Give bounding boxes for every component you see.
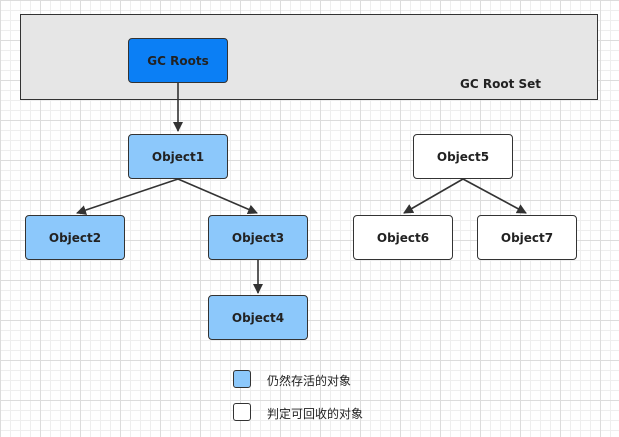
object1-node: Object1 bbox=[128, 134, 228, 179]
legend-alive-label: 仍然存活的对象 bbox=[267, 374, 352, 388]
edge-object1-object2 bbox=[76, 178, 179, 215]
object6-node: Object6 bbox=[353, 215, 453, 260]
object4-node: Object4 bbox=[208, 295, 308, 340]
gc-root-set-label: GC Root Set bbox=[460, 77, 541, 91]
legend-alive-swatch bbox=[233, 370, 251, 388]
object3-node: Object3 bbox=[208, 215, 308, 260]
legend-collectable-label: 判定可回收的对象 bbox=[267, 407, 364, 421]
edge-object5-object6 bbox=[403, 178, 464, 214]
object7-node: Object7 bbox=[477, 215, 577, 260]
object2-node: Object2 bbox=[25, 215, 125, 260]
gc-roots-node: GC Roots bbox=[128, 38, 228, 83]
edge-object5-object7 bbox=[462, 178, 527, 214]
gc-root-set-container: GC Root Set bbox=[20, 14, 598, 100]
edge-object1-object3 bbox=[177, 178, 258, 215]
legend-collectable-swatch bbox=[233, 403, 251, 421]
object5-node: Object5 bbox=[413, 134, 513, 179]
